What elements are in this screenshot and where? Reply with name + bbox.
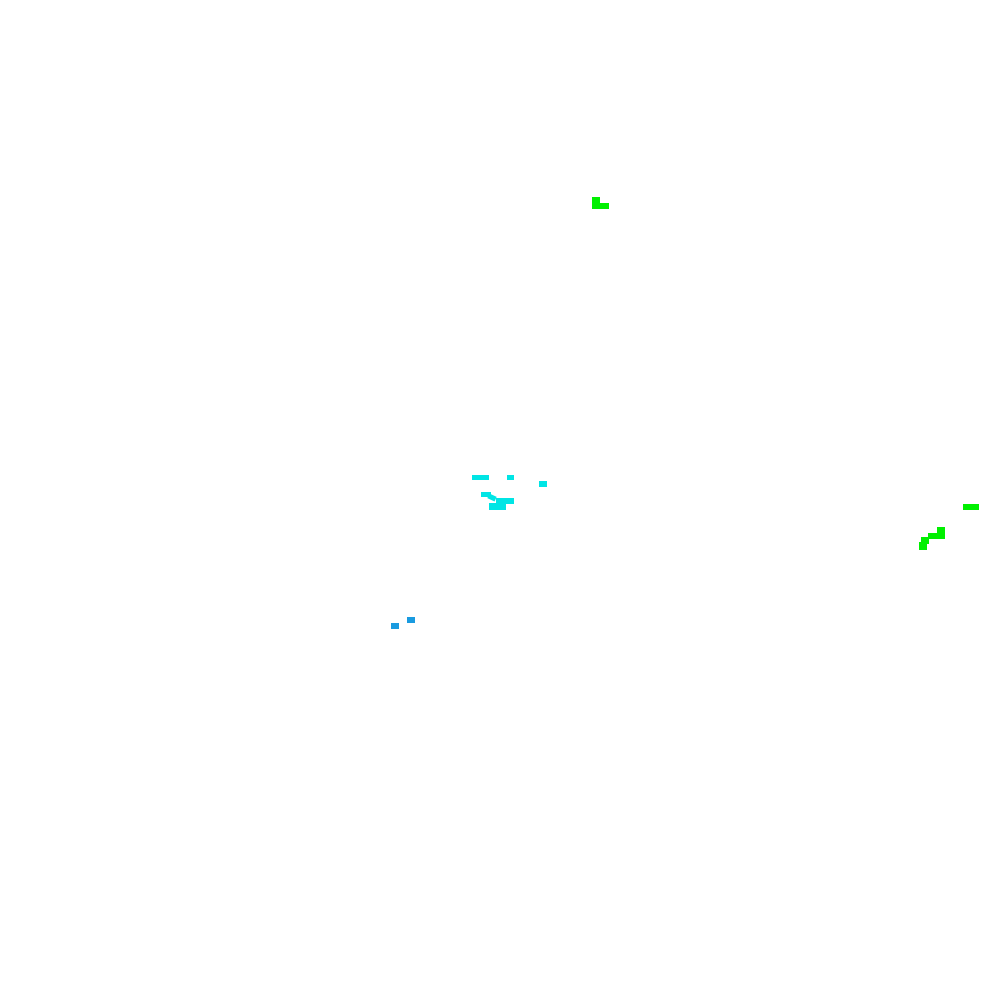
green-fragment bbox=[963, 504, 979, 510]
cyan-fragment bbox=[539, 481, 547, 487]
green-fragment bbox=[937, 527, 945, 539]
cyan-fragment bbox=[507, 475, 514, 480]
green-fragment bbox=[921, 537, 929, 544]
cyan-fragment bbox=[481, 492, 491, 497]
green-fragment bbox=[928, 533, 940, 539]
cyan-fragment bbox=[496, 498, 514, 504]
green-fragment bbox=[919, 542, 927, 550]
blue-fragment bbox=[391, 623, 399, 629]
cyan-fragment bbox=[472, 475, 489, 480]
cyan-fragment bbox=[489, 503, 506, 510]
blue-fragment bbox=[407, 617, 415, 623]
green-fragment bbox=[592, 203, 609, 209]
